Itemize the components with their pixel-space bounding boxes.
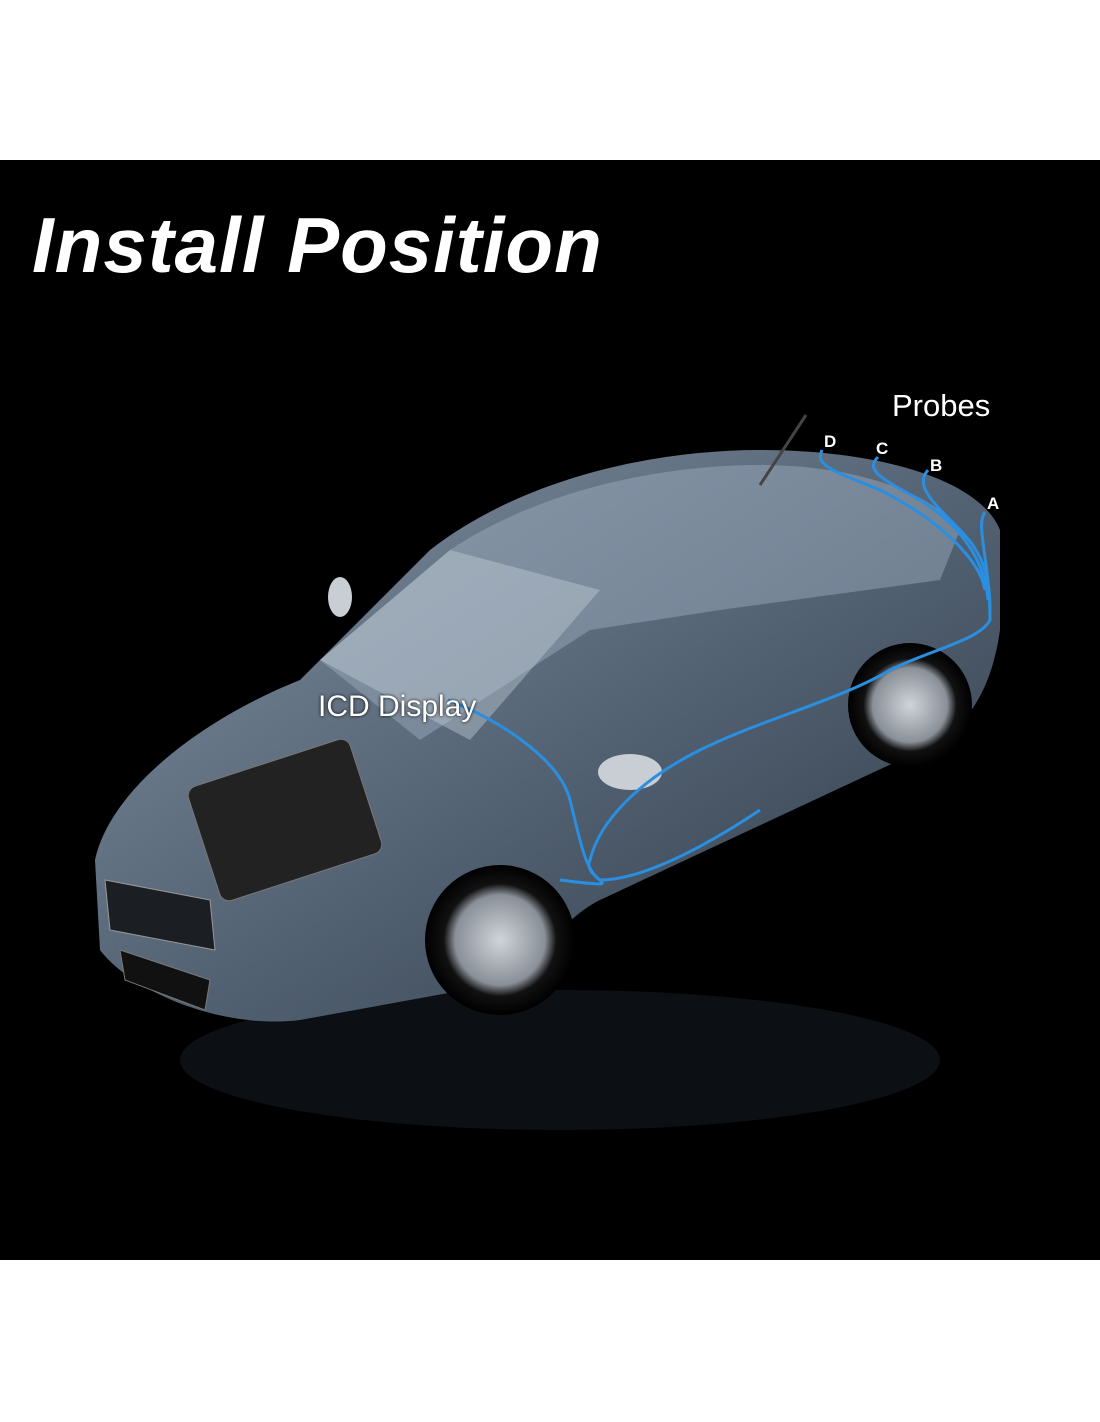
antenna (758, 414, 808, 486)
wire-d (819, 449, 987, 591)
left-mirror (328, 577, 352, 617)
windshield (320, 550, 600, 740)
rear-wheel (848, 643, 972, 767)
car-illustration (95, 414, 1000, 1130)
car-windows (320, 465, 960, 740)
probe-a-label: A (987, 494, 1000, 513)
car-reflection (180, 990, 940, 1130)
side-mirror (598, 754, 662, 790)
grille (104, 879, 216, 951)
probe-d-label: D (824, 432, 837, 451)
wire-c (872, 455, 990, 601)
page-title: Install Position (32, 201, 603, 289)
car-body (95, 450, 1000, 1022)
front-wheel (425, 865, 575, 1015)
probes-label: Probes (892, 388, 991, 423)
engine (187, 738, 383, 902)
lower-grille (119, 949, 211, 1011)
icd-display-label: ICD Display (318, 690, 477, 723)
wire-display (447, 698, 761, 882)
probe-b-label: B (930, 456, 943, 475)
probe-wires (447, 449, 992, 886)
probe-c-label: C (876, 439, 889, 458)
